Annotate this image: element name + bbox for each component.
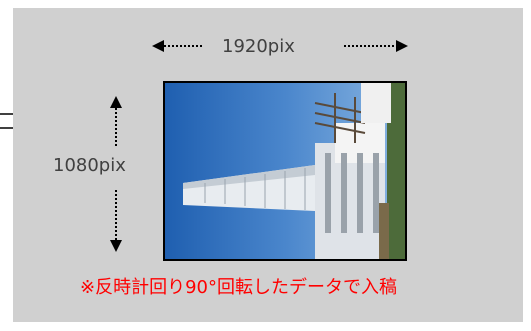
connector-lines (0, 113, 14, 129)
height-dimension-label: 1080pix (53, 155, 126, 176)
width-dimension-label: 1920pix (222, 36, 295, 57)
photo-illustration (165, 83, 405, 259)
rotated-building-photo (163, 81, 407, 261)
rotation-note: ※反時計回り90°回転したデータで入稿 (80, 277, 397, 298)
